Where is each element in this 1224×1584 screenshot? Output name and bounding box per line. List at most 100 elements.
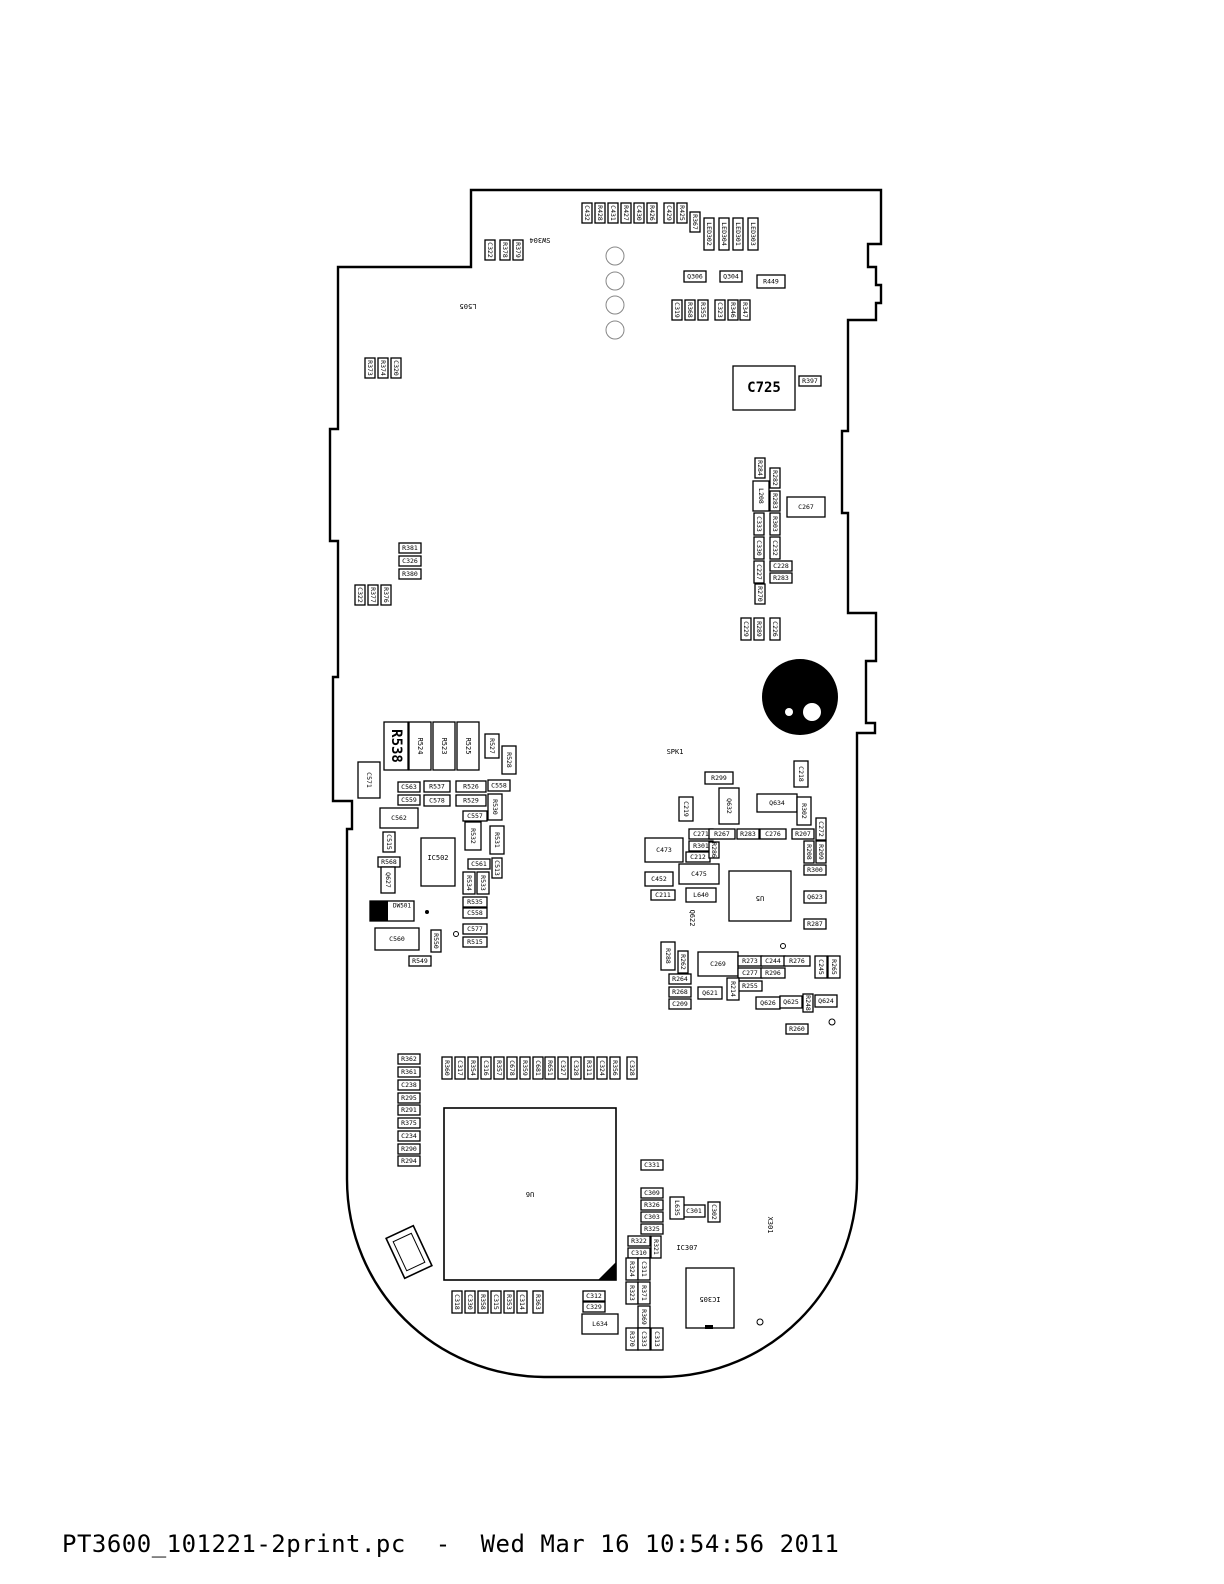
component-c238: C238 [397, 1079, 421, 1091]
component-label: C562 [391, 814, 407, 822]
component-label: C303 [644, 1213, 660, 1221]
component-label: Q632 [725, 798, 733, 814]
component-c513: C513 [491, 857, 503, 879]
component-label: R268 [672, 988, 688, 996]
component-label: R288 [664, 948, 672, 964]
component-c322: C322 [354, 584, 366, 606]
component-c515: C515 [382, 831, 396, 853]
component-c571: C571 [357, 761, 381, 799]
component-r287: R287 [803, 918, 827, 930]
component-label: R284 [756, 460, 764, 476]
component-label: Q627 [384, 872, 392, 888]
component-r347: R347 [739, 299, 751, 321]
component-l635: L635 [669, 1196, 685, 1220]
component-label: C324 [598, 1060, 606, 1076]
component-label: R374 [379, 360, 387, 376]
component-label: R267 [714, 830, 730, 838]
component-r355: R355 [697, 299, 709, 321]
component-c331: C331 [640, 1159, 664, 1171]
switch-contact [605, 271, 625, 291]
component-label: R262 [679, 954, 687, 970]
component-r374: R374 [377, 357, 389, 379]
component-c558: C558 [487, 779, 511, 792]
component-r357: R357 [493, 1056, 505, 1080]
component-r326: R326 [640, 1199, 664, 1211]
switch-contact [605, 320, 625, 340]
component-label: R356 [611, 1060, 619, 1076]
component-r361: R361 [397, 1066, 421, 1078]
component-c577: C577 [462, 923, 488, 935]
component-q625: Q625 [779, 995, 803, 1009]
component-label: C429 [665, 205, 673, 221]
component-label: R208 [805, 844, 813, 860]
component-label: R538 [388, 729, 404, 763]
component-q304: Q304 [719, 270, 743, 283]
plot-footer: PT3600_101221-2print.pc - Wed Mar 16 10:… [62, 1530, 840, 1558]
component-label: C557 [467, 812, 483, 820]
component-label: Q306 [687, 273, 703, 281]
component-c232: C232 [769, 536, 781, 560]
component-r262: R262 [677, 950, 689, 974]
component-label: Q624 [818, 997, 834, 1005]
component-label: C322 [356, 587, 364, 603]
component-label: C430 [635, 205, 643, 221]
component-r323: R323 [625, 1281, 639, 1305]
component-r294: R294 [397, 1155, 421, 1167]
component-c560: C560 [374, 927, 420, 951]
component-r363: R363 [532, 1290, 544, 1314]
component-label: R209 [817, 844, 825, 860]
component-label: R534 [465, 875, 473, 891]
component-label: R426 [648, 205, 656, 221]
component-c327: C327 [557, 1056, 569, 1080]
component-r268: R268 [668, 986, 692, 998]
component-label: R375 [401, 1119, 417, 1127]
component-r368: R368 [684, 299, 696, 321]
component-r321: R321 [650, 1235, 662, 1259]
component-r270: R270 [754, 583, 766, 605]
component-q621: Q621 [697, 986, 723, 1000]
component-label: R294 [401, 1157, 417, 1165]
component-label: R214 [729, 981, 737, 997]
component-r515: R515 [462, 936, 488, 948]
component-label: C320 [392, 360, 400, 376]
component-label: R533 [479, 875, 487, 891]
component-c324: C324 [596, 1056, 608, 1080]
component-c328: C328 [626, 1056, 638, 1080]
component-r289: R289 [753, 617, 765, 641]
component-label: R397 [802, 377, 818, 385]
component-r530: R530 [487, 793, 503, 821]
component-label: R363 [534, 1294, 542, 1310]
component-label: R270 [756, 586, 764, 602]
component-label: C432 [583, 205, 591, 221]
component-label: R260 [789, 1025, 805, 1033]
component-c277: C277 [737, 967, 763, 979]
component-r284: R284 [754, 457, 766, 479]
component-c558: C558 [462, 907, 488, 919]
component-r214: R214 [726, 977, 740, 1001]
component-c322: C322 [484, 239, 496, 261]
component-label: R302 [800, 803, 808, 819]
component-r380: R380 [398, 568, 422, 580]
component-label: R264 [672, 975, 688, 983]
component-c313: C313 [650, 1327, 664, 1351]
component-r325: R325 [640, 1223, 664, 1235]
component-label: R324 [628, 1261, 636, 1277]
component-label: R651 [546, 1060, 554, 1076]
component-label: LED303 [749, 222, 757, 246]
component-label: R323 [628, 1285, 636, 1301]
component-c431: C431 [607, 202, 619, 224]
component-c302: C302 [707, 1201, 721, 1223]
component-r371: R371 [637, 1281, 651, 1305]
component-label: C560 [389, 935, 405, 943]
component-r358: R358 [477, 1290, 489, 1314]
component-label: C452 [651, 875, 667, 883]
component-c430: C430 [633, 202, 645, 224]
component-r568: R568 [377, 856, 401, 868]
component-c473: C473 [644, 837, 684, 863]
component-label: LED304 [720, 222, 728, 246]
component-led304: LED304 [718, 217, 730, 251]
component-label: R529 [463, 797, 479, 805]
component-r550: R550 [430, 929, 442, 953]
via [453, 931, 459, 937]
component-r651: R651 [544, 1056, 556, 1080]
